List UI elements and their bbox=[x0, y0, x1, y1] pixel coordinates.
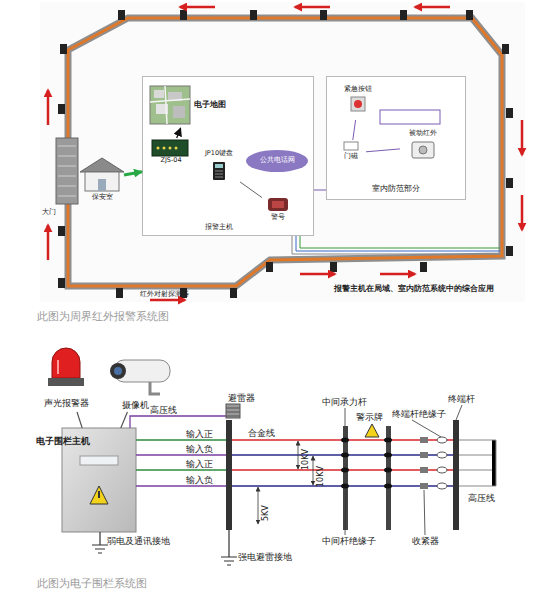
node-text: 公共电话网 bbox=[246, 156, 308, 164]
connector bbox=[77, 412, 82, 428]
part-label: 终端杆绝缘子 bbox=[392, 409, 446, 419]
fence-host: 电子围栏主机 bbox=[62, 428, 136, 532]
part-label: 避雷器 bbox=[228, 393, 255, 403]
link-wire bbox=[314, 190, 326, 191]
node-text: 室内防范部分 bbox=[327, 185, 465, 194]
keypad-drawing bbox=[213, 162, 225, 180]
bus-wire bbox=[296, 236, 500, 251]
door-contact: 门磁 bbox=[336, 140, 366, 166]
node-text: 摄像机 bbox=[122, 400, 149, 410]
guard-house-drawing bbox=[80, 158, 124, 191]
warning-sign bbox=[365, 424, 379, 437]
node-text: 保安室 bbox=[80, 193, 124, 201]
network-oval: 公共电话网 bbox=[246, 150, 308, 172]
signal-name: 输入正 bbox=[186, 429, 213, 439]
part-label: 终端杆 bbox=[448, 394, 475, 404]
patrol-arrows bbox=[48, 7, 522, 300]
part-label: 合金线 bbox=[248, 428, 275, 438]
node-text: 门磁 bbox=[336, 153, 366, 160]
ground-label: 强电避雷接地 bbox=[238, 552, 292, 562]
node-text: 被动红外 bbox=[400, 130, 446, 137]
perimeter-cable bbox=[68, 18, 502, 286]
node-text: 警号 bbox=[262, 213, 294, 221]
signal-name: 输入正 bbox=[186, 459, 213, 469]
bus-wire bbox=[300, 236, 500, 248]
dimension: 5KV bbox=[261, 505, 270, 521]
part-label: 中间承力杆 bbox=[322, 397, 367, 407]
panel-background bbox=[40, 330, 530, 570]
siren: 警号 bbox=[262, 194, 294, 224]
keypad: JP10键盘 bbox=[198, 150, 240, 184]
caption: 此图为周界红外报警系统图 bbox=[37, 311, 169, 324]
part-label: 收紧器 bbox=[412, 536, 439, 546]
connector bbox=[121, 412, 128, 428]
insulators bbox=[341, 438, 392, 489]
wire-label: 高压线 bbox=[150, 405, 177, 415]
caption: 此图为电子围栏系统图 bbox=[37, 578, 147, 591]
main-gate bbox=[56, 138, 78, 204]
dimension-lines bbox=[258, 441, 313, 524]
tensioners bbox=[420, 437, 428, 489]
dimension: 10KV bbox=[301, 449, 310, 470]
ground-symbols bbox=[92, 530, 237, 565]
connector bbox=[353, 120, 356, 140]
strobe-light-drawing bbox=[48, 348, 84, 386]
gate-label: 大门 bbox=[42, 208, 56, 216]
controller-board-drawing bbox=[152, 140, 188, 156]
detector-label: 红外对射探测器 bbox=[140, 291, 189, 298]
terminal-insulators bbox=[437, 437, 447, 489]
connector bbox=[240, 182, 262, 198]
control-room: 报警主机 电子地图 ZJS-04 JP10键盘公共电话网警号 bbox=[142, 76, 314, 236]
bus-wire bbox=[292, 236, 500, 254]
camera-drawing bbox=[110, 360, 170, 394]
perimeter-cable bbox=[68, 18, 502, 286]
infrared-detectors bbox=[58, 10, 513, 298]
pir-detector: 被动红外 bbox=[400, 130, 446, 164]
node-text: ZJS-04 bbox=[150, 157, 192, 164]
panel-background bbox=[40, 2, 525, 302]
node-text: 声光报警器 bbox=[34, 398, 98, 408]
ground-label: 弱电及通讯接地 bbox=[107, 536, 170, 546]
node-text: 电子围栏主机 bbox=[36, 436, 90, 446]
leader-lines bbox=[345, 405, 462, 535]
siren-drawing bbox=[268, 198, 288, 211]
room-fill bbox=[326, 76, 466, 200]
dimension: 10KV bbox=[316, 466, 325, 487]
panic-button: 紧急按钮 bbox=[338, 86, 378, 120]
map-screen: 电子地图 bbox=[150, 84, 228, 128]
fence-posts bbox=[226, 420, 459, 530]
connector bbox=[124, 172, 142, 175]
node-text: 紧急按钮 bbox=[338, 86, 378, 93]
map-picture bbox=[150, 86, 190, 124]
node-text: JP10键盘 bbox=[198, 150, 240, 157]
lightning-arrester bbox=[226, 404, 240, 418]
indoor-devices bbox=[344, 97, 440, 158]
connector bbox=[366, 149, 400, 152]
room-fill bbox=[142, 76, 314, 236]
part-label: 警示牌 bbox=[356, 412, 383, 422]
signal-name: 输入负 bbox=[186, 444, 213, 454]
wire-label: 高压线 bbox=[468, 493, 495, 503]
controller-board: ZJS-04 bbox=[150, 138, 192, 168]
note: 报警主机在局域、室内防范系统中的综合应用 bbox=[334, 285, 494, 294]
strobe-alarm: 声光报警器 bbox=[34, 344, 98, 412]
guard-house: 保安室 bbox=[80, 156, 124, 202]
right-wires bbox=[459, 440, 496, 486]
camera: 摄像机 bbox=[104, 352, 176, 412]
connector bbox=[177, 128, 181, 138]
node-text: 电子地图 bbox=[194, 100, 226, 109]
indoor-zone: 室内防范部分 紧急按钮门磁 被动红外 bbox=[326, 76, 466, 200]
signal-name: 输入负 bbox=[186, 475, 213, 485]
input-wires bbox=[130, 416, 228, 486]
part-label: 中间杆绝缘子 bbox=[322, 536, 376, 546]
node-text: 报警主机 bbox=[205, 223, 233, 231]
